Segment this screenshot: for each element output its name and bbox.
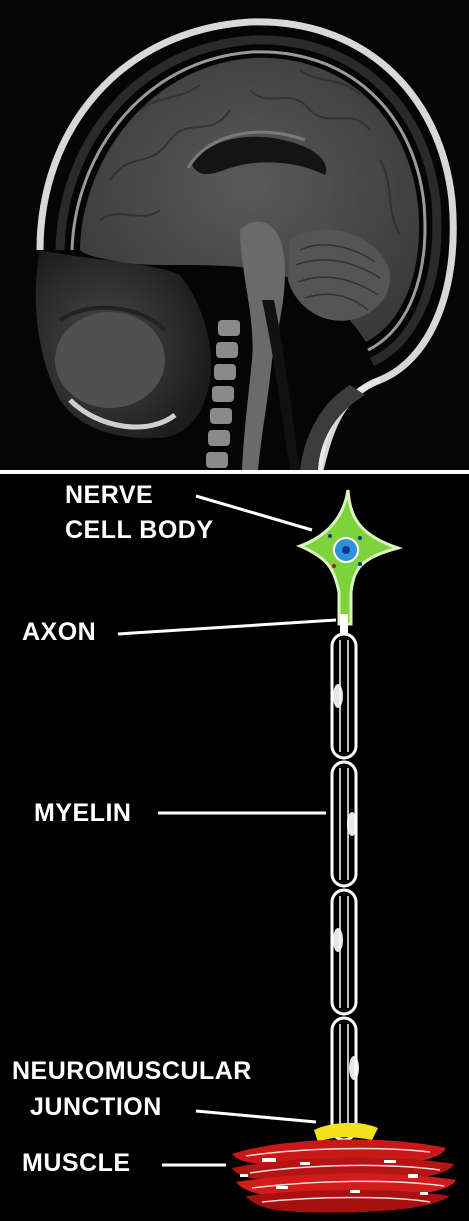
label-nerve-cell-body-line2: CELL BODY — [65, 515, 214, 545]
label-nerve-cell-body-line1: NERVE — [65, 480, 153, 510]
schwann-nucleus — [333, 928, 343, 952]
mri-illustration — [0, 0, 469, 470]
tongue — [55, 312, 165, 408]
junction-leader-line — [196, 1111, 316, 1122]
schwann-nucleus — [349, 1056, 359, 1080]
neuron-diagram: NERVE CELL BODY AXON MYELIN NEUROMUSCULA… — [0, 474, 469, 1221]
label-neuromuscular-line1: NEUROMUSCULAR — [12, 1056, 252, 1086]
label-myelin: MYELIN — [34, 798, 131, 828]
schwann-nucleus — [333, 684, 343, 708]
mri-sagittal-image — [0, 0, 469, 470]
axon-leader-line — [118, 620, 336, 634]
label-neuromuscular-line2: JUNCTION — [30, 1092, 162, 1122]
myelin-segment — [332, 890, 356, 1014]
label-axon: AXON — [22, 617, 96, 647]
schwann-nucleus — [347, 812, 357, 836]
label-muscle: MUSCLE — [22, 1148, 131, 1178]
nerve-cell-body — [300, 490, 398, 624]
vertebrae — [206, 320, 240, 468]
